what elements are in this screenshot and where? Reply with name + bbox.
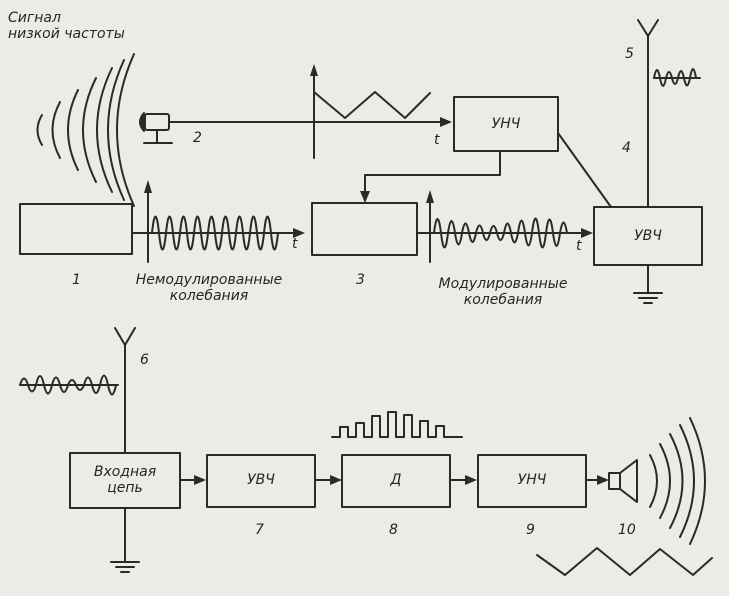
microphone-icon xyxy=(139,112,186,144)
label-number-3: 3 xyxy=(356,272,365,288)
modulated-wave xyxy=(426,190,568,263)
sound-waves-icon xyxy=(36,53,135,207)
label-number-10: 10 xyxy=(618,522,636,538)
time-axis-label-lf: t xyxy=(434,132,440,148)
label-number-5: 5 xyxy=(625,46,634,62)
lf-amp-rx-label: УНЧ xyxy=(517,472,547,488)
output-lf-wave xyxy=(536,547,713,576)
label-number-2: 2 xyxy=(193,130,202,146)
generator-block xyxy=(19,203,133,255)
signal-label-line2: низкой частоты xyxy=(8,26,125,42)
hf-amp-tx-label: УВЧ xyxy=(634,228,662,244)
receiver-antenna-icon xyxy=(114,327,136,453)
detector-label: Д xyxy=(390,472,402,488)
transmitter-antenna-icon xyxy=(637,19,659,37)
received-wave xyxy=(19,374,119,396)
signal-label-line1: Сигнал xyxy=(8,10,61,26)
label-number-4: 4 xyxy=(622,140,631,156)
input-circuit-label-line2: цепь xyxy=(107,480,143,496)
lf-amp-tx-label: УНЧ xyxy=(491,116,521,132)
modulator-block xyxy=(311,202,418,256)
label-number-6: 6 xyxy=(140,352,149,368)
label-number-7: 7 xyxy=(255,522,264,538)
label-number-9: 9 xyxy=(526,522,535,538)
time-axis-label-unmodulated: t xyxy=(292,236,298,252)
label-number-8: 8 xyxy=(389,522,398,538)
hf-amp-rx-label: УВЧ xyxy=(247,472,275,488)
modulated-label: Модулированные колебания xyxy=(428,276,578,308)
lf-amp-block-tx xyxy=(453,96,559,152)
modulated-label-line1: Модулированные xyxy=(438,276,568,292)
modulated-label-line2: колебания xyxy=(463,292,543,308)
signal-label: Сигнал низкой частоты xyxy=(8,10,125,42)
time-axis-label-modulated: t xyxy=(576,238,582,254)
lf-signal-graph xyxy=(310,64,431,159)
unmodulated-label-line2: колебания xyxy=(169,288,249,304)
label-number-1: 1 xyxy=(72,272,81,288)
unmodulated-label: Немодулированные колебания xyxy=(124,272,294,304)
input-circuit-label: Входная цепь xyxy=(70,464,180,496)
input-circuit-label-line1: Входная xyxy=(93,464,157,480)
radiated-wave xyxy=(653,68,701,87)
receiver-ground-icon xyxy=(110,507,140,573)
loudspeaker-icon xyxy=(608,459,638,503)
transmitter-ground-icon xyxy=(633,264,663,304)
speaker-sound-waves-icon xyxy=(649,417,706,545)
unmodulated-label-line1: Немодулированные xyxy=(135,272,283,288)
detected-signal xyxy=(331,411,463,438)
unmodulated-wave xyxy=(144,180,279,263)
